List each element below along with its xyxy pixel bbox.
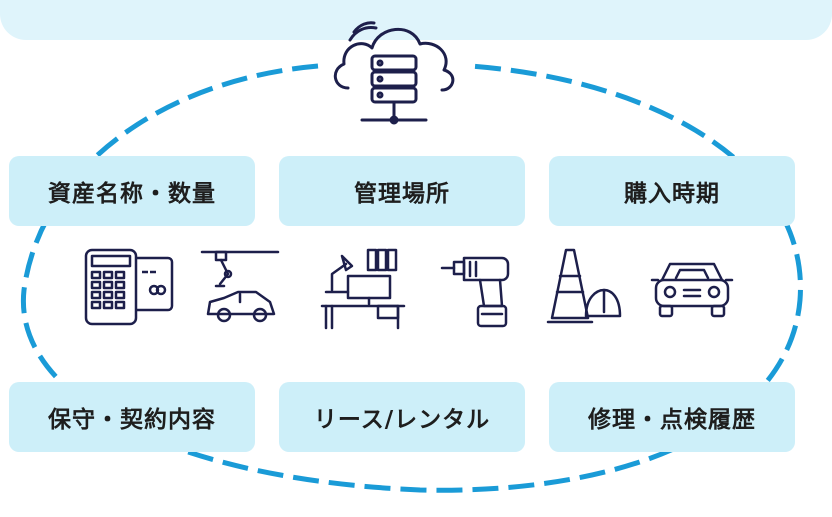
car-icon [650,262,734,318]
cone-helmet-icon [546,248,622,324]
office-desk-icon [320,248,406,330]
label-maintenance-contract: 保守・契約内容 [9,382,255,452]
label-purchase-date: 購入時期 [549,156,795,226]
robot-arm-car-icon [200,250,280,323]
calculator-card-icon [84,248,174,326]
label-repair-inspection-history: 修理・点検履歴 [549,382,795,452]
label-asset-name-quantity: 資産名称・数量 [9,156,255,226]
cloud-server-icon [333,21,455,125]
top-band [0,0,832,40]
label-location: 管理場所 [279,156,525,226]
power-drill-icon [440,256,510,328]
label-lease-rental: リース/レンタル [279,382,525,452]
